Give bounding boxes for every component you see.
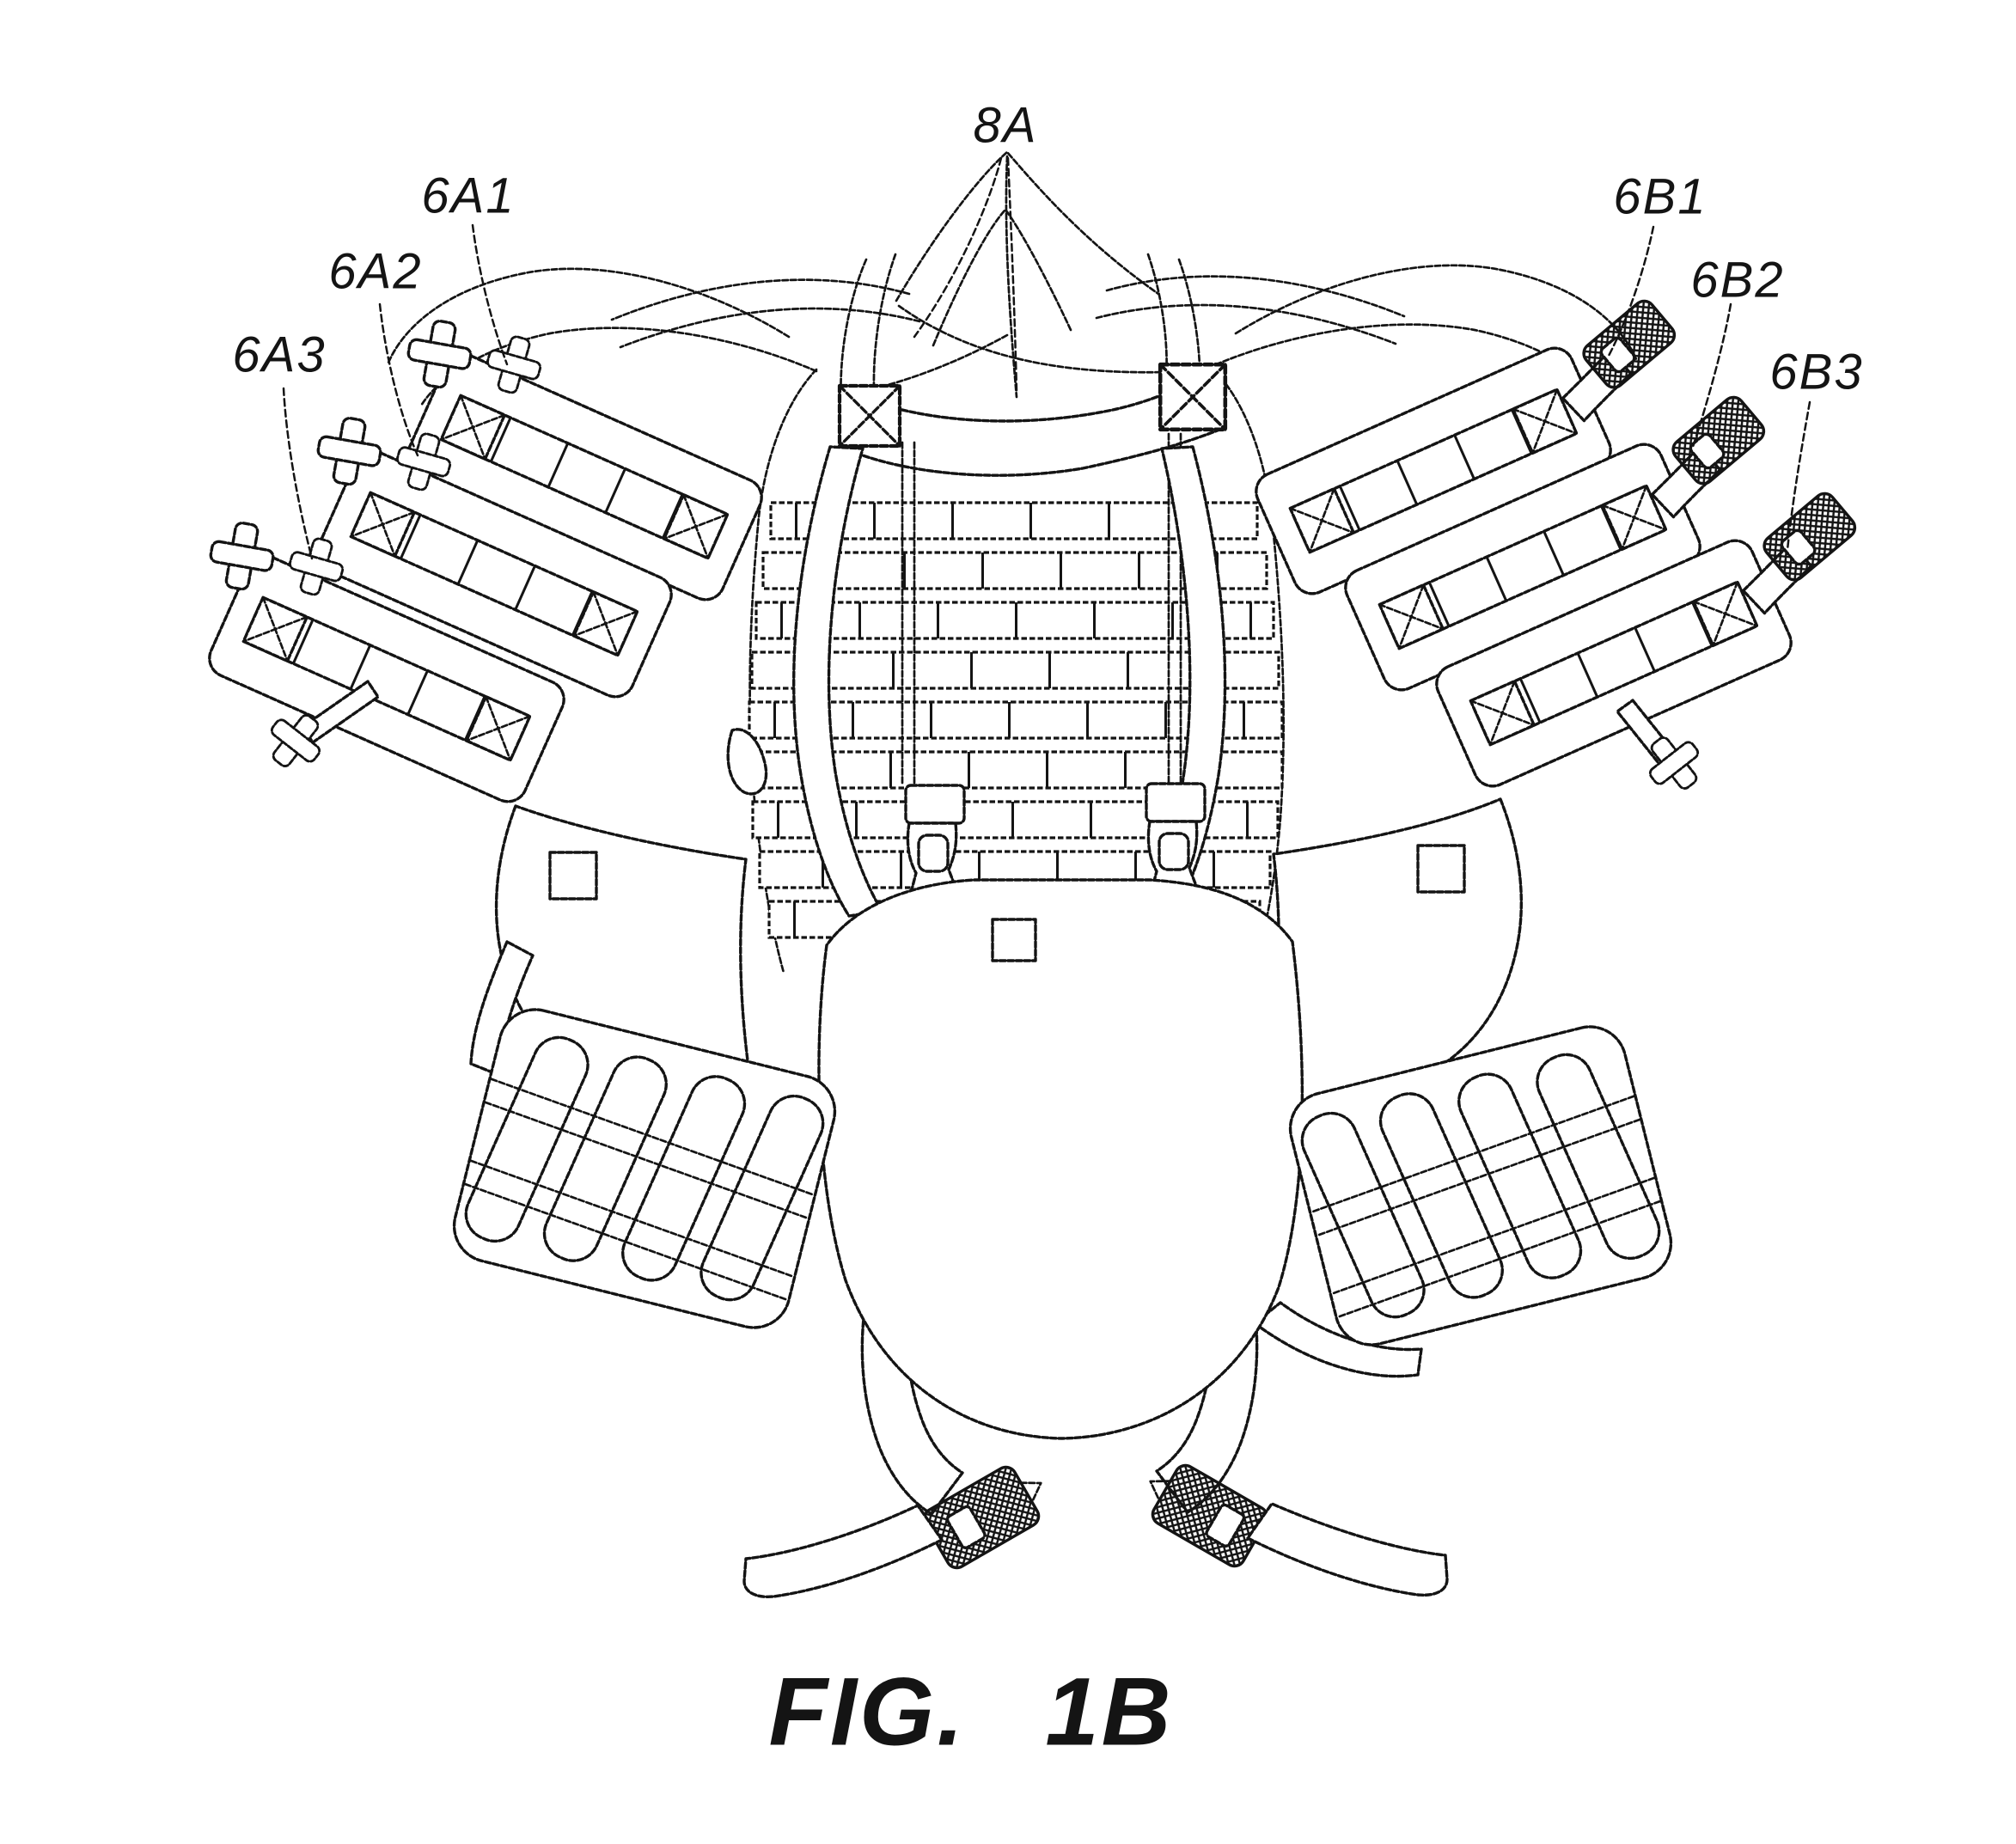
ref-label-6a2: 6A2 [328, 243, 423, 300]
leader-6a1 [471, 223, 509, 366]
seat-slot [991, 918, 1037, 962]
ref-label-6a1: 6A1 [421, 168, 516, 224]
figure-caption: FIG. 1B [768, 1658, 1174, 1766]
ref-label-6a3: 6A3 [232, 327, 327, 383]
leader-8a-right [1006, 156, 1018, 393]
right-panel-tail [1616, 699, 1714, 803]
leader-6b1 [1607, 225, 1655, 357]
ref-label-6b1: 6B1 [1613, 168, 1707, 225]
ref-label-6b3: 6B3 [1769, 344, 1864, 400]
leader-lines [282, 156, 1811, 560]
leader-6b3 [1786, 400, 1811, 552]
leader-6b2 [1691, 302, 1732, 449]
right-belt-loop [1416, 844, 1466, 894]
leader-6a2 [378, 302, 419, 457]
ref-label-8a: 8A [973, 97, 1038, 154]
seat-pad [817, 878, 1304, 1440]
leg-buckles [742, 1451, 1449, 1598]
left-panel-tail [256, 680, 380, 780]
left-pad-cluster [444, 1000, 845, 1337]
ref-label-6b2: 6B2 [1690, 252, 1785, 308]
leader-8a-left [913, 156, 1003, 339]
left-belt-loop [548, 851, 598, 901]
chest-yoke-band [840, 364, 1225, 477]
leader-6a3 [282, 387, 314, 560]
